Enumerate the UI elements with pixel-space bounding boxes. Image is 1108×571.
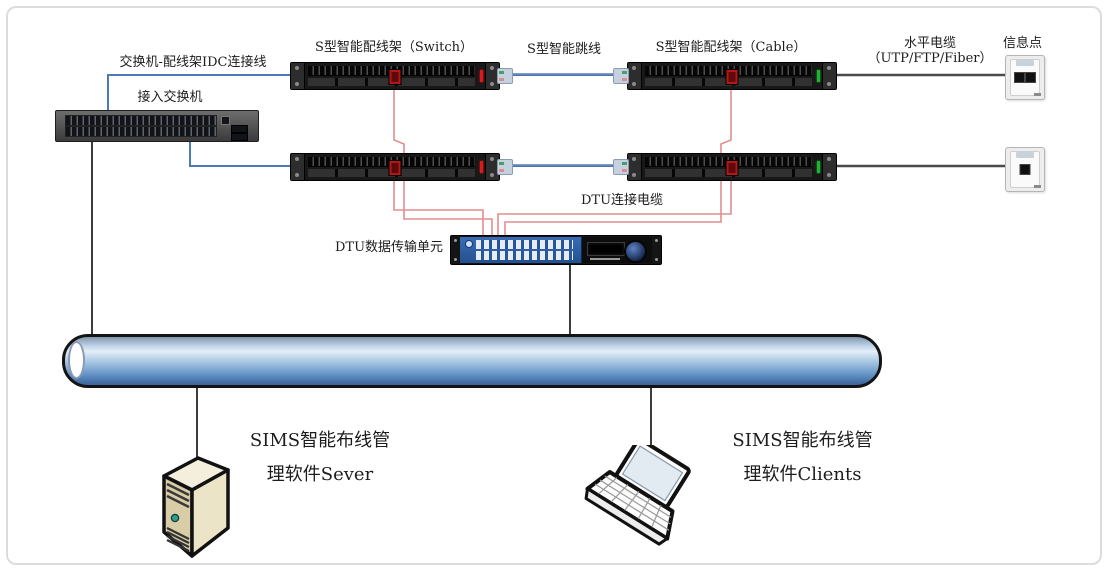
rack-ear (628, 63, 642, 89)
label-sims-server-line1: SIMS智能布线管 (249, 430, 391, 451)
patch-panel-switch-bottom (290, 153, 500, 181)
rj45-connector-icon (613, 159, 629, 175)
switch-port-row (65, 126, 217, 137)
dtu-lcd-display (587, 242, 625, 260)
label-sims-clients: SIMS智能布线管 理软件Clients (705, 424, 900, 492)
rack-ear (628, 154, 642, 180)
rack-ear (451, 236, 460, 264)
access-switch-device (55, 110, 259, 142)
wire-dtu-cable-cable-top (504, 88, 732, 237)
switch-port-row (65, 115, 217, 126)
wire-dtu-cable-switch-top (393, 88, 493, 237)
label-horizontal-cable-line1: 水平电缆 (903, 36, 956, 51)
rack-ear (485, 63, 499, 89)
rj45-connector-icon (497, 159, 513, 175)
dtu-control-section (582, 237, 652, 263)
jumper-cable (508, 73, 618, 76)
pipe-opening (68, 341, 85, 379)
label-dtu-cable: DTU连接电缆 (580, 193, 664, 208)
rack-ear (291, 154, 305, 180)
panel-led-red (480, 161, 483, 173)
label-horizontal-cable: 水平电缆 （UTP/FTP/Fiber） (860, 36, 1000, 66)
rack-ear (822, 154, 836, 180)
panel-scan-module (388, 69, 402, 85)
outlet-marking (1034, 93, 1041, 96)
rack-ear (485, 154, 499, 180)
outlet-marking (1034, 185, 1041, 188)
label-sims-server: SIMS智能布线管 理软件Sever (235, 424, 405, 492)
smart-jumper-top (497, 66, 629, 84)
label-idc-link: 交换机-配线架IDC连接线 (119, 55, 267, 70)
panel-led-green (817, 70, 820, 82)
dtu-port-row (476, 240, 573, 249)
dtu-rack-unit-icon (450, 235, 662, 265)
label-access-switch: 接入交换机 (137, 90, 203, 105)
rack-ear (822, 63, 836, 89)
outlet-jack (1019, 164, 1031, 175)
diagram-border (6, 6, 1102, 565)
laptop-icon (584, 445, 691, 546)
outlet-label-strip (1016, 152, 1034, 158)
panel-scan-module (388, 160, 402, 176)
dtu-port-rows (476, 240, 573, 260)
label-dtu-unit: DTU数据传输单元 (334, 240, 444, 255)
label-panel-cable: S型智能配线架（Cable） (655, 40, 807, 55)
switch-port-rows (65, 115, 217, 137)
label-smart-jumper: S型智能跳线 (527, 42, 601, 57)
dtu-knob (624, 240, 647, 263)
wire-idc-link-top (107, 74, 290, 110)
outlet-jack (1014, 72, 1025, 83)
panel-led-green (817, 161, 820, 173)
switch-uplink-slot (231, 125, 248, 133)
label-panel-switch: S型智能配线架（Switch） (315, 40, 473, 55)
dtu-body (460, 237, 582, 263)
tower-server-icon (162, 456, 230, 558)
wall-outlet-2port-icon (1005, 55, 1045, 100)
switch-uplink-slot (231, 133, 248, 141)
label-horizontal-cable-line2: （UTP/FTP/Fiber） (867, 51, 993, 66)
panel-scan-module (725, 69, 739, 85)
label-sims-server-line2: 理软件Sever (266, 464, 374, 485)
patch-panel-cable-top (627, 62, 837, 90)
outlet-label-strip (1016, 60, 1034, 66)
wire-dtu-cable-cable-bottom (497, 180, 732, 237)
panel-led-red (480, 70, 483, 82)
wire-dtu-cable-switch-bottom (393, 180, 484, 237)
rack-ear (652, 236, 661, 264)
dtu-port-row (476, 251, 573, 260)
rj45-connector-icon (497, 68, 513, 84)
pipe-bus-icon (62, 334, 882, 388)
dtu-logo (465, 240, 473, 248)
switch-status-led (221, 116, 230, 125)
wire-idc-link-bottom (189, 140, 290, 167)
label-info-point: 信息点 (1002, 36, 1042, 51)
label-sims-clients-line1: SIMS智能布线管 (732, 430, 873, 451)
smart-jumper-bottom (497, 157, 629, 175)
label-sims-clients-line2: 理软件Clients (743, 464, 862, 485)
outlet-jack (1025, 72, 1036, 83)
patch-panel-switch-top (290, 62, 500, 90)
rj45-connector-icon (613, 68, 629, 84)
panel-scan-module (725, 160, 739, 176)
wall-outlet-1port-icon (1005, 147, 1045, 192)
rack-ear (291, 63, 305, 89)
patch-panel-cable-bottom (627, 153, 837, 181)
jumper-cable (508, 164, 618, 167)
